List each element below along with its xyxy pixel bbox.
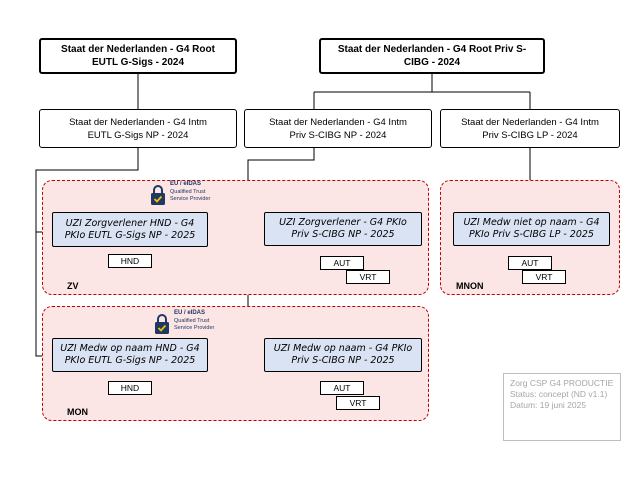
cert-zorgverlener-hnd: UZI Zorgverlener HND - G4 PKIo EUTL G-Si… <box>52 212 208 247</box>
root-g-sigs: Staat der Nederlanden - G4 Root EUTL G-S… <box>39 38 237 74</box>
cert-medw-op-naam-hnd: UZI Medw op naam HND - G4 PKIo EUTL G-Si… <box>52 338 208 372</box>
badge-subtitle: Qualified Trust Service Provider <box>170 189 211 202</box>
tag-hnd-mon: HND <box>108 381 152 395</box>
status-version: Status: concept (ND v1.1) <box>510 389 608 399</box>
lock-check-icon <box>151 185 165 205</box>
tag-vrt-mon: VRT <box>336 396 380 410</box>
connector-eutl-mon <box>35 148 139 357</box>
status-title: Zorg CSP G4 PRODUCTIE <box>510 378 614 388</box>
eidas-badge-zv: EU / eIDAS Qualified Trust Service Provi… <box>149 181 210 217</box>
tag-hnd-zv: HND <box>108 254 152 268</box>
badge-title: EU / eIDAS <box>170 181 202 187</box>
zone-label-zv: ZV <box>67 281 79 291</box>
zone-label-mnon: MNON <box>456 281 484 291</box>
tag-vrt-mnon: VRT <box>522 270 566 284</box>
badge-subtitle: Qualified Trust Service Provider <box>174 318 215 331</box>
lock-check-icon <box>155 314 169 334</box>
cert-zorgverlener-priv: UZI Zorgverlener - G4 PKIo Priv S-CIBG N… <box>264 212 422 246</box>
cert-medw-op-naam-priv: UZI Medw op naam - G4 PKIo Priv S-CIBG N… <box>264 338 422 372</box>
status-date: Datum: 19 juni 2025 <box>510 400 587 410</box>
cert-medw-niet-op-naam: UZI Medw niet op naam - G4 PKIo Priv S-C… <box>453 212 610 246</box>
intm-priv-s-cibg-lp: Staat der Nederlanden - G4 Intm Priv S-C… <box>440 109 620 148</box>
zone-label-mon: MON <box>67 407 88 417</box>
badge-title: EU / eIDAS <box>174 310 206 316</box>
tag-aut-zv: AUT <box>320 256 364 270</box>
document-status: Zorg CSP G4 PRODUCTIE Status: concept (N… <box>503 373 621 441</box>
intm-priv-s-cibg-np: Staat der Nederlanden - G4 Intm Priv S-C… <box>244 109 432 148</box>
intm-eutl-g-sigs-np: Staat der Nederlanden - G4 Intm EUTL G-S… <box>39 109 237 148</box>
tag-vrt-zv: VRT <box>346 270 390 284</box>
eidas-badge-mon: EU / eIDAS Qualified Trust Service Provi… <box>153 310 214 346</box>
tag-aut-mnon: AUT <box>508 256 552 270</box>
tag-aut-mon: AUT <box>320 381 364 395</box>
root-priv-s-cibg: Staat der Nederlanden - G4 Root Priv S- … <box>319 38 545 74</box>
